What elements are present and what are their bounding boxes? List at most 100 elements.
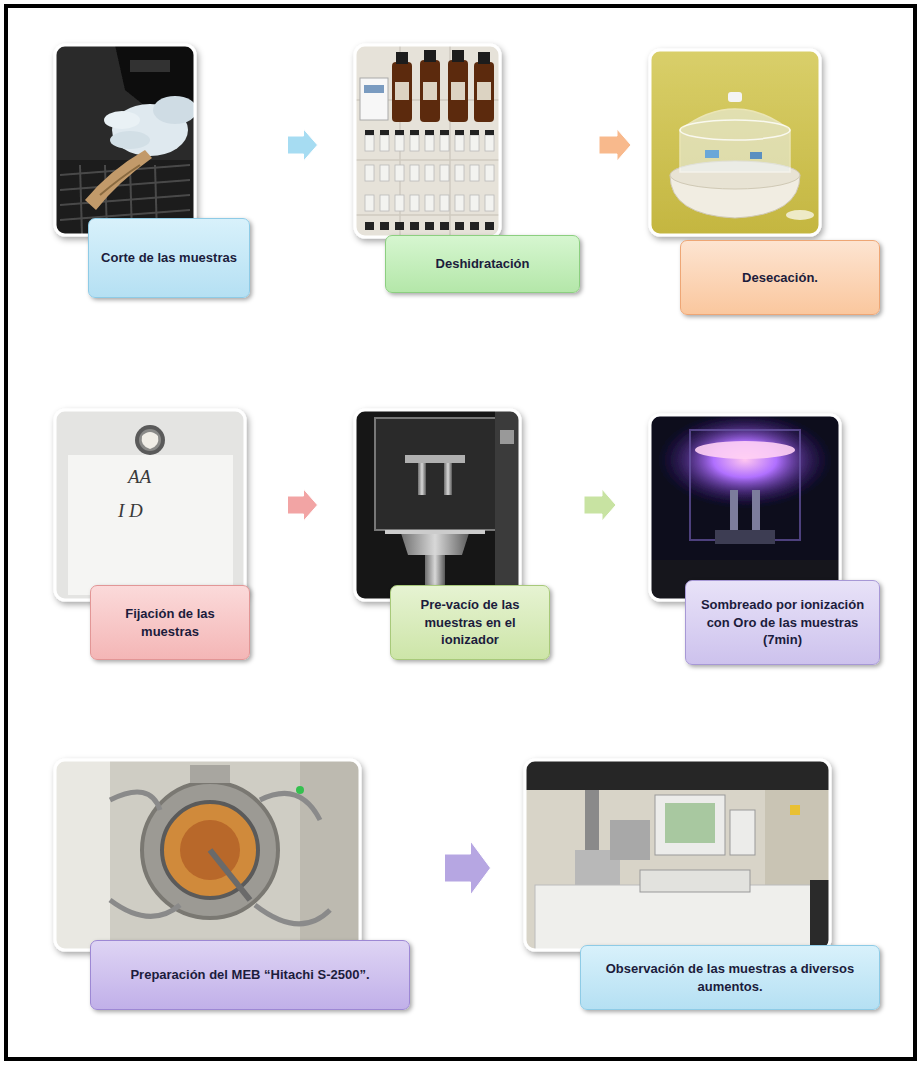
photo-mounting-part-part (142, 432, 159, 449)
photo-cutting-part-part (55, 45, 195, 235)
step-label: Sombreado por ionización con Oro de las … (694, 596, 871, 649)
photo-dehydration-part-part-part (474, 62, 494, 122)
photo-dehydration-part-part-part (380, 130, 389, 135)
photo-desiccator-part-part (728, 92, 742, 102)
photo-dehydration-part-part-part (395, 165, 404, 181)
photo-dehydration-part-part (364, 85, 384, 93)
photo-dehydration-part-part-part (365, 195, 374, 211)
photo-cutting-part-part (153, 96, 195, 124)
photo-dehydration-part-part-part (392, 62, 412, 122)
photo-sem-station-part-part (665, 803, 715, 843)
photo-dehydration-part-part-part (380, 165, 389, 181)
photo-sem-station-part-part (655, 795, 725, 855)
photo-sem-station-part (525, 760, 830, 950)
photo-cutting (55, 45, 197, 235)
photo-dehydration-part-part-part (425, 165, 434, 181)
process-step: Observación de las muestras a diversos a… (525, 760, 880, 1010)
photo-dehydration-part-part-part (410, 222, 419, 230)
photo-dehydration-part-part-part (395, 82, 409, 100)
step-label-box: Pre-vacío de las muestras en el ionizado… (390, 585, 550, 660)
step-label-box: Observación de las muestras a diversos a… (580, 945, 880, 1010)
photo-sem-chamber-part-part (110, 792, 330, 924)
photo-mounting-part-part (68, 455, 233, 595)
photo-mounting-part (55, 410, 245, 600)
photo-dehydration-part-part-part (455, 165, 464, 181)
photo-dehydration-part-part-part (455, 135, 464, 151)
step-label: Fijación de las muestras (99, 605, 241, 640)
photo-sem-station-part-part (810, 880, 830, 950)
photo-sem-station (525, 760, 830, 950)
photo-sem-chamber-part-part (55, 760, 360, 950)
photo-cutting-part (55, 45, 195, 235)
photo-dehydration-part-part-part (420, 60, 440, 122)
photo-dehydration-part-part (355, 45, 500, 237)
process-step: Desecación. (650, 50, 880, 315)
photo-dehydration-part-part (392, 60, 494, 122)
block-arrow (288, 489, 318, 521)
photo-dehydration-part-part-part (455, 195, 464, 211)
photo-dehydration-part-part (396, 50, 490, 64)
photo-cutting-part-part (104, 111, 140, 129)
photo-desiccator-part (650, 50, 820, 235)
photo-dehydration-part-part-part (425, 222, 434, 230)
step-label-box: Fijación de las muestras (90, 585, 250, 660)
step-label-box: Corte de las muestras (88, 218, 250, 298)
photo-dehydration-part-part-part (470, 222, 479, 230)
photo-desiccator-part-part (786, 210, 814, 220)
photo-dehydration-part-part-part (423, 82, 437, 100)
photo-dehydration-part-part-part (470, 195, 479, 211)
photo-prevacuum-part-part (500, 430, 514, 444)
photo-dehydration-part-part-part (440, 195, 449, 211)
photo-dehydration-part-part-part (470, 130, 479, 135)
photo-sputtering-part (650, 415, 840, 600)
photo-dehydration-part-part-part (410, 165, 419, 181)
photo-sem-station-part-part (790, 805, 800, 815)
photo-prevacuum-part-part (495, 410, 520, 600)
photo-dehydration-part-part-part (470, 165, 479, 181)
photo-prevacuum (355, 410, 520, 600)
step-label: Deshidratación (436, 255, 530, 273)
process-step: Preparación del MEB “Hitachi S-2500”. (55, 760, 410, 1010)
photo-dehydration-part-part-part (395, 135, 404, 151)
photo-dehydration-part-part-part (396, 52, 408, 64)
outer-border (6, 6, 915, 1059)
photo-sputtering-part-part (690, 430, 800, 540)
handwritten-label: I D (118, 500, 143, 522)
photo-sem-station-part (525, 760, 830, 950)
photo-dehydration-part-part-part (365, 135, 374, 151)
photo-desiccator-part-part (705, 150, 719, 158)
block-arrow (288, 129, 318, 161)
photo-dehydration-part-part-part (365, 165, 374, 181)
photo-sem-station-part-part (640, 870, 750, 892)
photo-dehydration-part-part-part (485, 165, 494, 181)
photo-dehydration (355, 45, 500, 237)
photo-dehydration-part (355, 45, 500, 237)
photo-desiccator-part-part (680, 120, 790, 140)
photo-dehydration-part-part (365, 130, 494, 230)
photo-sem-chamber-part-part (190, 765, 230, 783)
photo-mounting (55, 410, 245, 600)
photo-dehydration-part-part-part (410, 135, 419, 151)
photo-prevacuum-part-part (355, 410, 520, 600)
process-step: Sombreado por ionización con Oro de las … (650, 415, 880, 665)
photo-cutting-part (55, 45, 195, 235)
photo-dehydration-part-part-part (395, 130, 404, 135)
photo-prevacuum-part-part (405, 455, 465, 463)
photo-mounting-part (55, 410, 245, 600)
photo-sem-station-part-part (535, 885, 825, 950)
photo-dehydration-part-part (355, 45, 500, 237)
photo-dehydration-part-part-part (380, 135, 389, 151)
photo-sem-chamber-part-part (296, 786, 304, 794)
photo-sem-chamber (55, 760, 360, 950)
photo-dehydration-part-part-part (395, 195, 404, 211)
photo-sem-chamber-part-part (210, 850, 250, 900)
step-label-box: Desecación. (680, 240, 880, 315)
photo-prevacuum-part (355, 410, 520, 600)
photo-sputtering-part-part (752, 490, 760, 530)
photo-dehydration-part-part-part (410, 130, 419, 135)
photo-dehydration-part-part-part (485, 222, 494, 230)
photo-dehydration-part-part-part (470, 135, 479, 151)
photo-desiccator-part-part (680, 109, 790, 172)
